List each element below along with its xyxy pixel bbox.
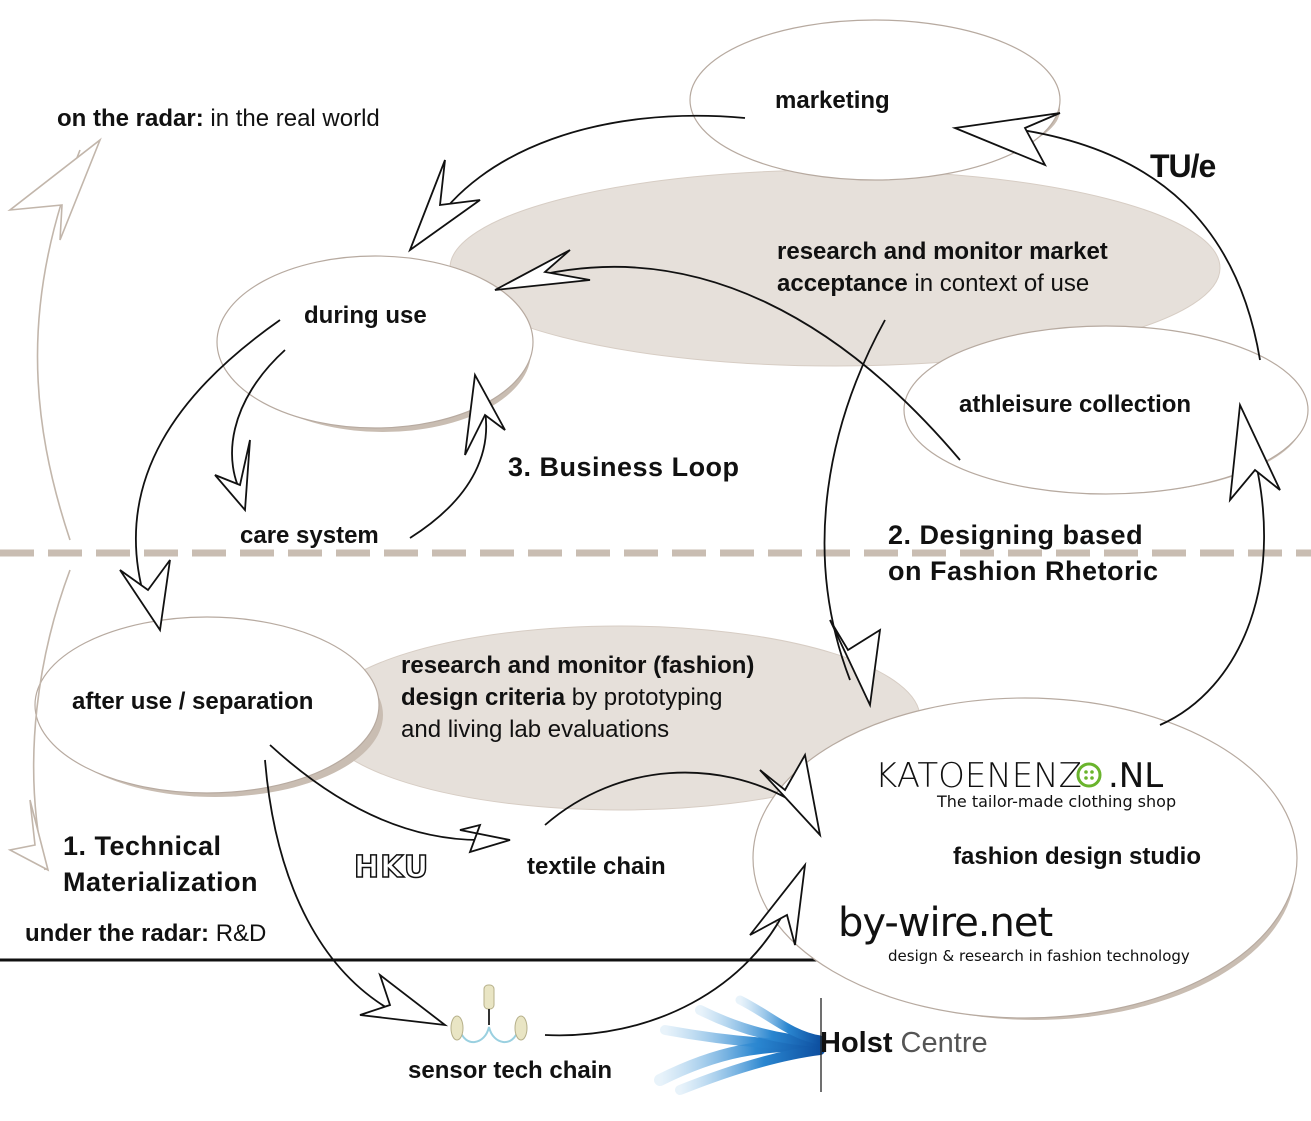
katoen-name-a: KATOENENZ xyxy=(875,756,1082,796)
node-fashion-studio-shape xyxy=(752,697,1298,1020)
node-athleisure: athleisure collection xyxy=(959,391,1192,418)
technical-loop-label: 1. Technical Materialization xyxy=(63,828,258,900)
under-radar-label: under the radar: R&D xyxy=(25,918,266,950)
node-marketing-shape xyxy=(689,19,1061,181)
design-research-line2-rest: by prototyping xyxy=(565,684,723,711)
node-textile-chain: textile chain xyxy=(527,853,666,880)
design-research-line1: research and monitor (fashion) xyxy=(401,652,755,679)
designing-loop-label: 2. Designing based on Fashion Rhetoric xyxy=(888,517,1159,589)
on-radar-label: on the radar: in the real world xyxy=(57,103,380,135)
node-after-use: after use / separation xyxy=(72,688,314,715)
holst-swoosh-icon xyxy=(654,995,826,1095)
bywire-logo: by-wire.net xyxy=(838,900,1053,946)
node-marketing: marketing xyxy=(775,87,890,114)
node-during-use-shape xyxy=(216,255,534,432)
market-research-text: research and monitor market acceptance i… xyxy=(777,236,1108,300)
bywire-tagline: design & research in fashion technology xyxy=(888,947,1190,965)
flow-arrows xyxy=(119,112,1281,1037)
node-after-use-shape xyxy=(34,616,383,797)
design-research-line2-bold: design criteria xyxy=(401,684,566,711)
holst-bold: Holst xyxy=(820,1027,893,1059)
design-research-text: research and monitor (fashion) design cr… xyxy=(401,650,754,746)
under-radar-rest: R&D xyxy=(209,920,267,947)
katoen-tagline: The tailor-made clothing shop xyxy=(937,792,1177,811)
node-care-system: care system xyxy=(240,522,379,549)
hku-logo: HKU xyxy=(353,849,430,886)
market-research-line2-rest: in context of use xyxy=(907,270,1090,297)
node-fashion-studio: fashion design studio xyxy=(953,843,1202,870)
under-radar-bold: under the radar: xyxy=(25,920,210,947)
technical-loop-line1: 1. Technical xyxy=(63,831,222,861)
on-radar-rest: in the real world xyxy=(203,105,380,132)
market-research-line2-bold: acceptance xyxy=(777,270,908,297)
technical-loop-line2: Materialization xyxy=(63,867,259,897)
radar-arrows xyxy=(7,137,102,872)
market-research-line1: research and monitor market xyxy=(777,238,1108,265)
sensor-icon xyxy=(450,984,528,1043)
design-research-line3: and living lab evaluations xyxy=(401,716,670,743)
node-during-use: during use xyxy=(304,302,427,329)
designing-loop-line1: 2. Designing based xyxy=(888,520,1144,550)
holst-centre-logo: Holst Centre xyxy=(820,1027,988,1060)
designing-loop-line2: on Fashion Rhetoric xyxy=(888,556,1159,586)
tue-logo: TU/e xyxy=(1150,148,1216,184)
node-athleisure-shape xyxy=(903,325,1309,495)
node-sensor-chain: sensor tech chain xyxy=(408,1057,613,1084)
business-loop-label: 3. Business Loop xyxy=(508,452,740,482)
on-radar-bold: on the radar: xyxy=(57,105,204,132)
katoen-name-b: .NL xyxy=(1107,756,1164,796)
katoenenzo-logo: KATOENENZ .NL xyxy=(875,756,1163,796)
katoen-button-icon xyxy=(1076,762,1102,788)
holst-rest: Centre xyxy=(892,1027,988,1059)
